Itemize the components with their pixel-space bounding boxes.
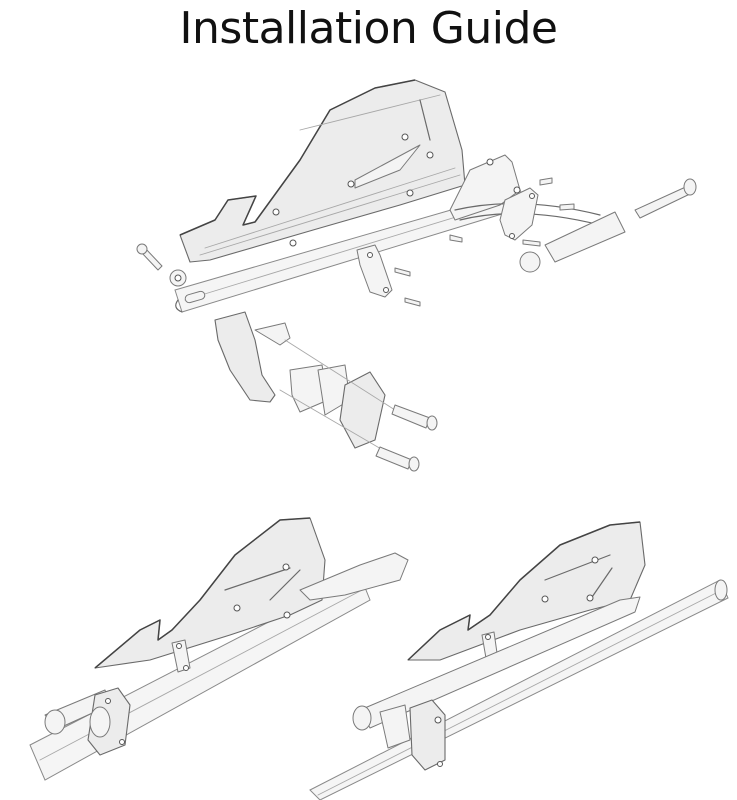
handguard-shell bbox=[179, 79, 466, 263]
clamp-right bbox=[352, 699, 446, 771]
bolts bbox=[136, 177, 575, 307]
bar-end-assembly bbox=[519, 178, 697, 273]
handguard-left bbox=[94, 517, 409, 673]
clamp-bolts bbox=[375, 404, 438, 472]
upper-clamp bbox=[499, 187, 539, 241]
handlebar-clamp bbox=[214, 311, 401, 461]
page-title: Installation Guide bbox=[179, 3, 558, 54]
clamp-left bbox=[44, 687, 131, 756]
small-clamp bbox=[356, 244, 393, 298]
handguard-right bbox=[407, 521, 646, 665]
